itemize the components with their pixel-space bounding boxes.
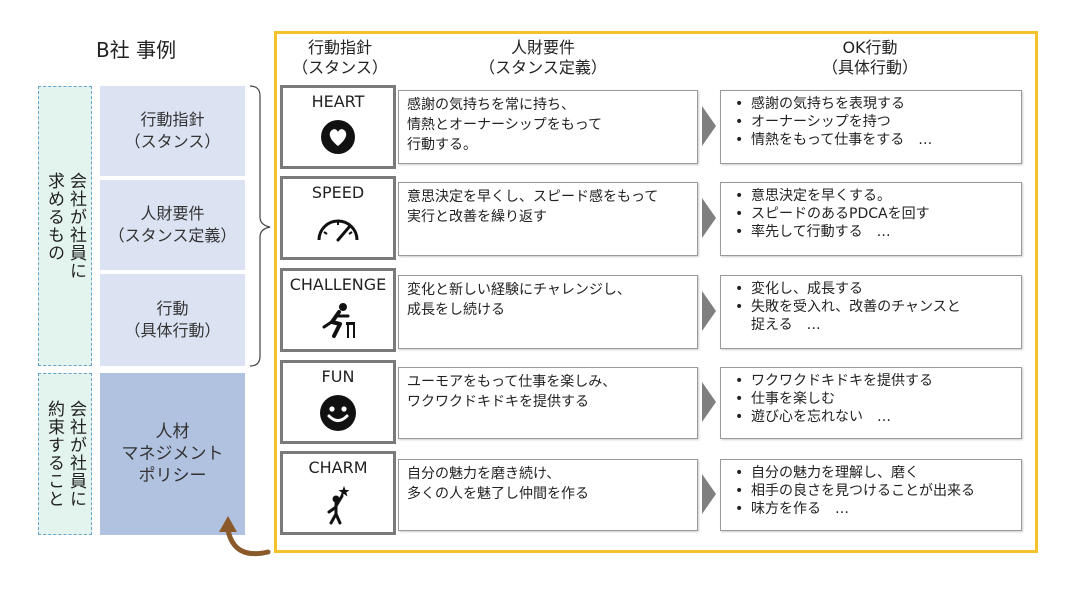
header-definition: 人財要件 （スタンス定義） xyxy=(479,38,607,77)
label-box-requirements: 人財要件 （スタンス定義） xyxy=(100,180,245,270)
chevron-right-icon xyxy=(702,474,716,514)
stance-name: SPEED xyxy=(311,183,365,202)
ok-item: 感謝の気持ちを表現する xyxy=(731,95,1013,113)
definition-box: 感謝の気持ちを常に持ち、 情熱とオーナーシップをもって 行動する。 xyxy=(398,90,698,164)
group-company-requires: 会社が社員に 求めるもの xyxy=(38,86,92,366)
stance-card-charm: CHARM xyxy=(280,451,396,535)
label-box-hr-policy: 人材 マネジメント ポリシー xyxy=(100,373,245,535)
group-label-promises: 会社が社員に 約束すること xyxy=(44,400,86,508)
ok-item: 意思決定を早くする。 xyxy=(731,187,1013,205)
page-title: B社 事例 xyxy=(96,38,177,62)
definition-box: ユーモアをもって仕事を楽しみ、 ワクワクドキドキを提供する xyxy=(398,367,698,439)
heart-icon xyxy=(321,120,355,154)
ok-item: オーナーシップを持つ xyxy=(731,113,1013,131)
ok-item: 相手の良さを見つけることが出来る xyxy=(731,482,1013,500)
header-stance: 行動指針 （スタンス） xyxy=(292,38,388,77)
ok-item: 仕事を楽しむ xyxy=(731,390,1013,408)
ok-item: スピードのあるPDCAを回す xyxy=(731,205,1013,223)
hurdle-runner-icon xyxy=(322,303,355,338)
stance-name: CHALLENGE xyxy=(289,275,387,294)
chevron-right-icon xyxy=(702,106,716,146)
stance-name: FUN xyxy=(321,367,355,386)
smiley-icon xyxy=(320,395,356,431)
stance-card-speed: SPEED xyxy=(280,176,396,260)
group-company-promises: 会社が社員に 約束すること xyxy=(38,373,92,535)
stance-name: CHARM xyxy=(308,458,368,477)
star-reach-icon xyxy=(327,486,350,525)
definition-box: 変化と新しい経験にチャレンジし、 成長をし続ける xyxy=(398,275,698,349)
ok-item: 失敗を受入れ、改善のチャンスと 捉える … xyxy=(731,298,1013,334)
ok-item: 情熱をもって仕事をする … xyxy=(731,131,1013,149)
stance-card-heart: HEART xyxy=(280,85,396,169)
ok-item: 遊び心を忘れない … xyxy=(731,408,1013,426)
ok-actions-box: 変化し、成長する 失敗を受入れ、改善のチャンスと 捉える … xyxy=(720,275,1022,349)
chevron-right-icon xyxy=(702,198,716,238)
chevron-right-icon xyxy=(702,382,716,422)
label-box-stance: 行動指針 （スタンス） xyxy=(100,86,245,176)
ok-item: 変化し、成長する xyxy=(731,280,1013,298)
stance-card-fun: FUN xyxy=(280,360,396,444)
ok-actions-box: 自分の魅力を理解し、磨く 相手の良さを見つけることが出来る 味方を作る … xyxy=(720,459,1022,531)
header-ok-actions: OK行動 （具体行動） xyxy=(821,38,918,77)
ok-item: 味方を作る … xyxy=(731,500,1013,518)
stance-card-challenge: CHALLENGE xyxy=(280,268,396,352)
group-label-requires: 会社が社員に 求めるもの xyxy=(44,172,86,280)
speedometer-icon xyxy=(317,219,359,242)
stance-frame xyxy=(274,31,1038,553)
curved-arrow-icon xyxy=(219,516,271,557)
bracket-connector xyxy=(249,85,271,367)
definition-box: 意思決定を早くし、スピード感をもって 実行と改善を繰り返す xyxy=(398,182,698,256)
label-box-actions: 行動 （具体行動） xyxy=(100,274,245,366)
ok-item: 自分の魅力を理解し、磨く xyxy=(731,464,1013,482)
chevron-right-icon xyxy=(702,291,716,331)
ok-actions-box: ワクワクドキドキを提供する 仕事を楽しむ 遊び心を忘れない … xyxy=(720,367,1022,439)
definition-box: 自分の魅力を磨き続け、 多くの人を魅了し仲間を作る xyxy=(398,459,698,531)
stance-name: HEART xyxy=(311,92,365,111)
ok-actions-box: 意思決定を早くする。 スピードのあるPDCAを回す 率先して行動する … xyxy=(720,182,1022,256)
ok-item: ワクワクドキドキを提供する xyxy=(731,372,1013,390)
ok-item: 率先して行動する … xyxy=(731,223,1013,241)
ok-actions-box: 感謝の気持ちを表現する オーナーシップを持つ 情熱をもって仕事をする … xyxy=(720,90,1022,164)
